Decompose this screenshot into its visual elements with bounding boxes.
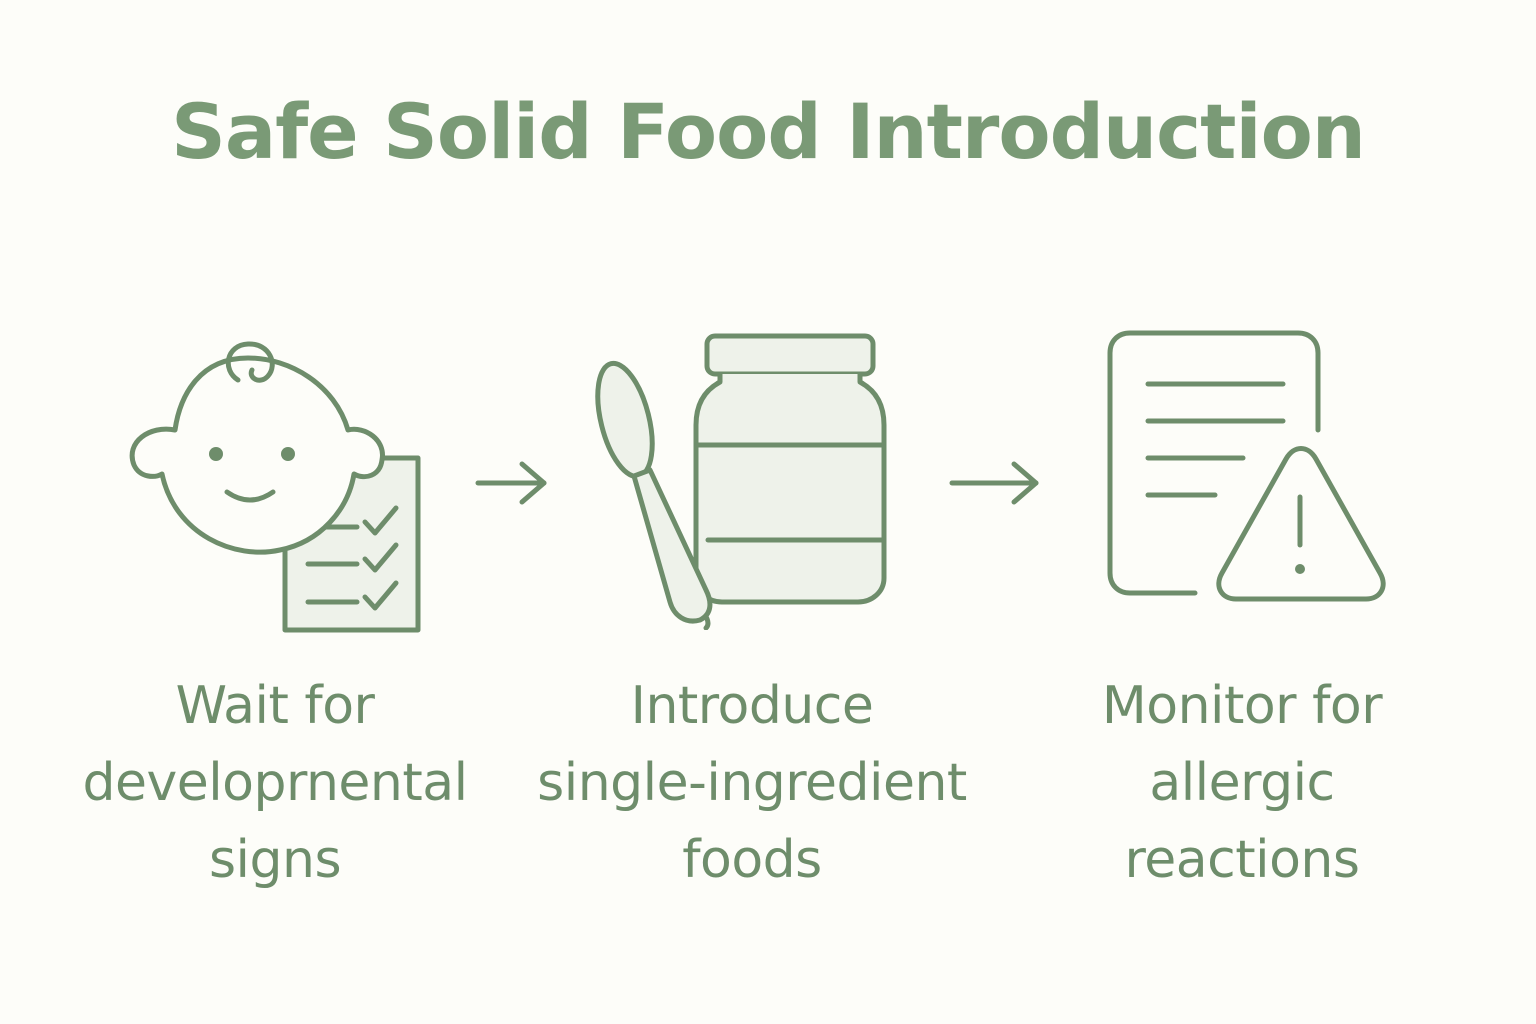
label-line: foods — [682, 830, 822, 890]
label-line: Wait for — [175, 676, 375, 736]
step-label-introduce: Introduce single-ingredient foods — [522, 668, 982, 899]
arrow-right-icon — [472, 458, 552, 508]
baby-checklist-icon — [120, 330, 440, 650]
diagram-title: Safe Solid Food Introduction — [171, 87, 1366, 176]
step-label-wait: Wait for developrnental signs — [45, 668, 505, 899]
label-line: Monitor for — [1101, 676, 1383, 736]
label-line: developrnental — [82, 753, 468, 813]
label-line: reactions — [1124, 830, 1360, 890]
document-warning-icon — [1100, 325, 1400, 615]
label-line: allergic — [1149, 753, 1335, 813]
label-line: Introduce — [630, 676, 874, 736]
label-line: signs — [208, 830, 342, 890]
label-line: single-ingredient — [537, 753, 967, 813]
spoon-jar-icon — [590, 330, 900, 630]
step-label-monitor: Monitor for allergic reactions — [1012, 668, 1472, 899]
arrow-right-icon — [946, 458, 1046, 508]
